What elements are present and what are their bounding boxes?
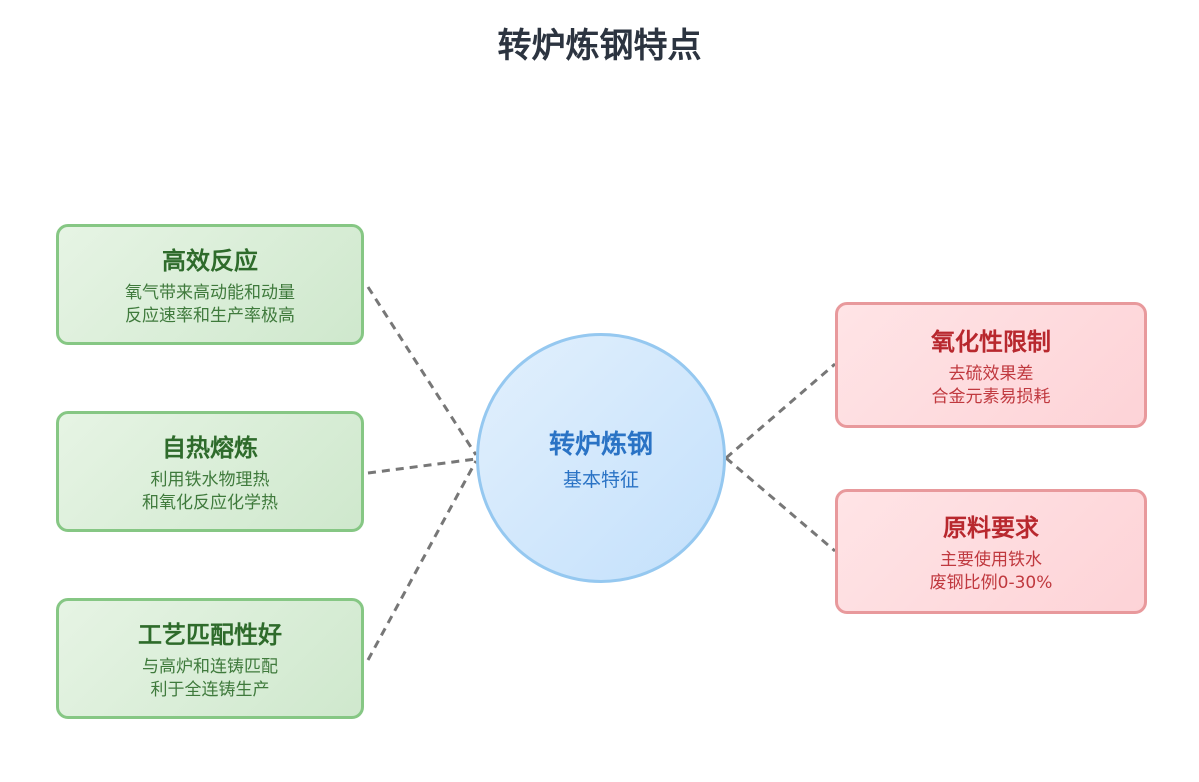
center-subtitle: 基本特征: [562, 469, 639, 491]
node-title: 高效反应: [162, 247, 258, 275]
node-line: 利用铁水物理热: [150, 470, 270, 490]
node-title: 氧化性限制: [931, 327, 1051, 356]
advantage-node: 自热熔炼 利用铁水物理热 和氧化反应化学热: [56, 411, 364, 532]
node-line: 去硫效果差: [948, 363, 1034, 384]
node-title: 自热熔炼: [162, 434, 258, 462]
node-line: 废钢比例0-30%: [929, 573, 1053, 593]
node-line: 合金元素易损耗: [931, 386, 1051, 407]
node-line: 反应速率和生产率极高: [125, 306, 295, 326]
diagram-title: 转炉炼钢特点: [497, 26, 702, 66]
node-line: 氧气带来高动能和动量: [125, 283, 295, 303]
limitation-node: 原料要求 主要使用铁水 废钢比例0-30%: [835, 489, 1147, 614]
connector-line: [366, 460, 478, 661]
connector-line: [366, 286, 478, 456]
center-title: 转炉炼钢: [548, 430, 653, 460]
advantage-node: 工艺匹配性好 与高炉和连铸匹配 利于全连铸生产: [56, 598, 364, 719]
node-line: 利于全连铸生产: [150, 680, 270, 700]
connector-line: [367, 457, 477, 475]
node-line: 和氧化反应化学热: [142, 493, 278, 513]
center-node: 转炉炼钢 基本特征: [476, 333, 726, 583]
node-title: 原料要求: [943, 514, 1039, 542]
node-title: 工艺匹配性好: [138, 621, 282, 649]
connector-line: [725, 456, 836, 553]
node-line: 主要使用铁水: [940, 550, 1042, 570]
connector-line: [725, 362, 836, 460]
limitation-node: 氧化性限制 去硫效果差 合金元素易损耗: [835, 302, 1147, 428]
advantage-node: 高效反应 氧气带来高动能和动量 反应速率和生产率极高: [56, 224, 364, 345]
node-line: 与高炉和连铸匹配: [142, 657, 278, 677]
